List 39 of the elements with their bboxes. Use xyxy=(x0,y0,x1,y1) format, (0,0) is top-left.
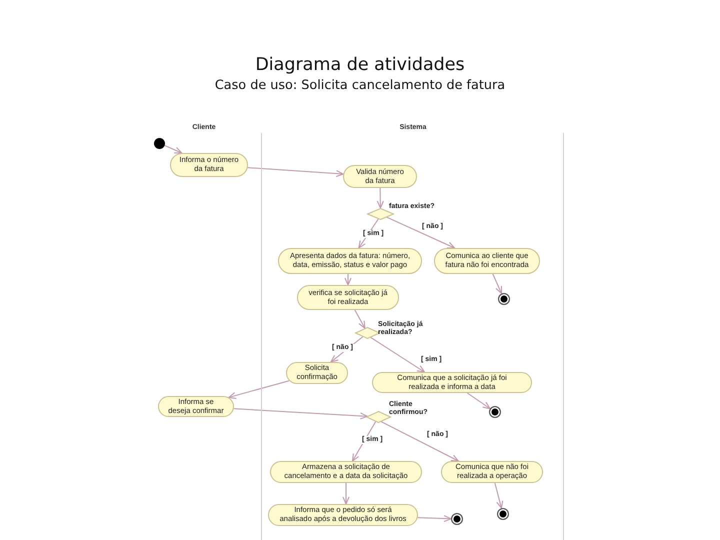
action-node xyxy=(372,372,532,393)
decision-diamond xyxy=(366,411,391,423)
arrow xyxy=(417,515,452,522)
arrow xyxy=(228,380,290,399)
arrow xyxy=(376,188,384,209)
action-node xyxy=(170,153,248,177)
action-node xyxy=(268,504,418,526)
action-node xyxy=(343,165,417,188)
arrow xyxy=(344,274,352,286)
arrow xyxy=(354,310,366,329)
diagram-title: Diagrama de atividades xyxy=(255,55,465,76)
final-node xyxy=(497,508,509,520)
action-node xyxy=(278,248,422,274)
arrow xyxy=(380,421,459,462)
arrow xyxy=(352,421,376,462)
action-node xyxy=(158,396,234,417)
action-node xyxy=(270,461,422,483)
arrow xyxy=(492,274,502,294)
final-node xyxy=(498,293,510,305)
final-node xyxy=(489,406,501,418)
action-node xyxy=(297,285,399,310)
action-node xyxy=(286,362,348,384)
arrow xyxy=(358,218,379,248)
action-node xyxy=(434,248,540,274)
final-node xyxy=(451,513,463,525)
decision-diamond xyxy=(355,327,380,339)
arrow xyxy=(386,216,456,248)
action-node xyxy=(441,461,543,483)
decision-diamond xyxy=(367,208,394,220)
arrow xyxy=(466,392,491,410)
arrow xyxy=(342,482,350,504)
arrow xyxy=(494,482,504,509)
arrow xyxy=(370,336,425,372)
arrow xyxy=(330,336,364,362)
arrow xyxy=(233,408,368,420)
arrow xyxy=(247,167,344,178)
arrow xyxy=(164,144,182,154)
subtitle: Caso de uso: Solicita cancelamento de fatura xyxy=(214,78,506,94)
initial-node xyxy=(154,138,164,148)
